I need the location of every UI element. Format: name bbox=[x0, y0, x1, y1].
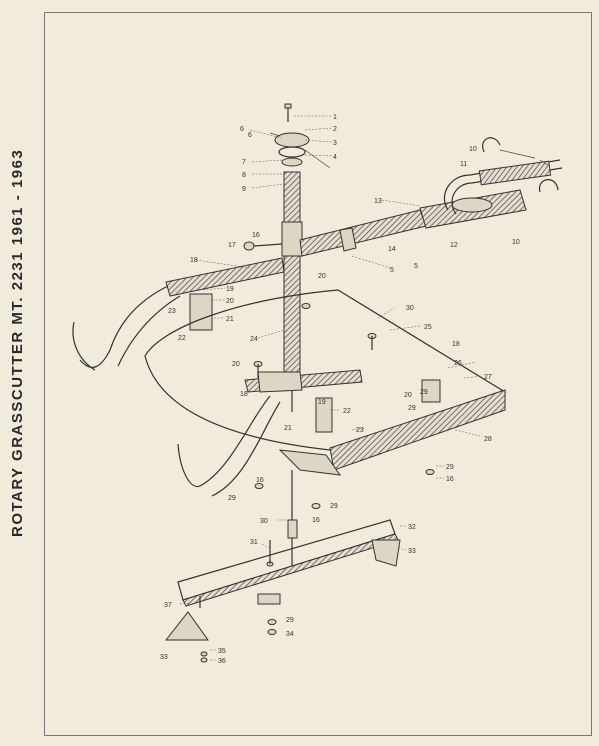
callout-5b: 5 bbox=[414, 263, 418, 270]
side-bolt bbox=[243, 241, 283, 251]
callout-18c: 18 bbox=[240, 391, 248, 398]
callout-5a: 5 bbox=[390, 267, 394, 274]
callout-22a: 22 bbox=[178, 335, 186, 342]
callout-8: 8 bbox=[242, 172, 246, 179]
leader-lines bbox=[179, 115, 483, 661]
callout-11: 11 bbox=[460, 161, 467, 168]
callout-19a: 19 bbox=[226, 286, 234, 293]
callout-10b: 10 bbox=[512, 239, 520, 246]
callout-32: 32 bbox=[408, 524, 416, 531]
callout-31: 31 bbox=[250, 539, 258, 546]
callout-20b: 20 bbox=[318, 273, 326, 280]
callout-16a: 16 bbox=[252, 232, 260, 239]
callout-36: 36 bbox=[218, 658, 226, 665]
callout-29b: 29 bbox=[446, 464, 454, 471]
callout-17: 17 bbox=[228, 242, 236, 249]
callout-13: 13 bbox=[374, 198, 382, 205]
callout-20d: 20 bbox=[404, 392, 412, 399]
horizontal-drive-tube bbox=[299, 189, 527, 257]
callout-6b: 6 bbox=[248, 132, 252, 139]
callout-33b: 33 bbox=[160, 654, 168, 661]
callout-4: 4 bbox=[333, 154, 337, 161]
callout-20a: 20 bbox=[226, 298, 234, 305]
callout-14: 14 bbox=[388, 246, 396, 253]
callout-18a: 18 bbox=[190, 257, 198, 264]
callout-1: 1 bbox=[333, 114, 337, 121]
callout-20c: 20 bbox=[232, 361, 240, 368]
callout-35: 35 bbox=[218, 648, 226, 655]
callout-12: 12 bbox=[450, 242, 458, 249]
callout-23a: 23 bbox=[168, 308, 176, 315]
callout-2: 2 bbox=[333, 126, 337, 133]
callout-3: 3 bbox=[333, 140, 337, 147]
callout-33a: 33 bbox=[408, 548, 416, 555]
callout-30b: 30 bbox=[260, 518, 268, 525]
callout-29a: 29 bbox=[408, 405, 416, 412]
callout-24: 24 bbox=[250, 336, 258, 343]
callout-21b: 21 bbox=[284, 425, 292, 432]
page-border bbox=[44, 12, 592, 736]
handle-assembly bbox=[443, 137, 563, 215]
callout-27: 27 bbox=[484, 374, 492, 381]
callout-21a: 21 bbox=[226, 316, 234, 323]
left-support-arm bbox=[72, 257, 285, 371]
callout-37: 37 bbox=[164, 602, 172, 609]
callout-19b: 19 bbox=[318, 399, 326, 406]
callout-labels: 1 2 3 4 6 6 7 8 9 10 11 10 12 13 14 5 5 … bbox=[160, 114, 520, 665]
callout-6a: 6 bbox=[240, 126, 244, 133]
callout-16c: 16 bbox=[256, 477, 264, 484]
callout-29c: 29 bbox=[228, 495, 236, 502]
cutter-blade bbox=[164, 519, 401, 641]
callout-18b: 18 bbox=[452, 341, 460, 348]
top-hub-assembly bbox=[269, 103, 331, 169]
callout-25: 25 bbox=[424, 324, 432, 331]
callout-9: 9 bbox=[242, 186, 246, 193]
callout-29e: 29 bbox=[286, 617, 294, 624]
front-skid bbox=[278, 449, 342, 572]
callout-16b: 16 bbox=[446, 476, 454, 483]
callout-29f: 29 bbox=[420, 389, 428, 396]
callout-30a: 30 bbox=[406, 305, 414, 312]
callout-10a: 10 bbox=[469, 146, 477, 153]
callout-29d: 29 bbox=[330, 503, 338, 510]
callout-7: 7 bbox=[242, 159, 246, 166]
callout-34: 34 bbox=[286, 631, 294, 638]
callout-26: 26 bbox=[454, 360, 462, 367]
callout-28: 28 bbox=[484, 436, 492, 443]
callout-22b: 22 bbox=[343, 408, 351, 415]
small-fasteners bbox=[200, 303, 435, 663]
callout-23b: 23 bbox=[356, 427, 364, 434]
front-support-arm bbox=[177, 371, 333, 497]
callout-16d: 16 bbox=[312, 517, 320, 524]
